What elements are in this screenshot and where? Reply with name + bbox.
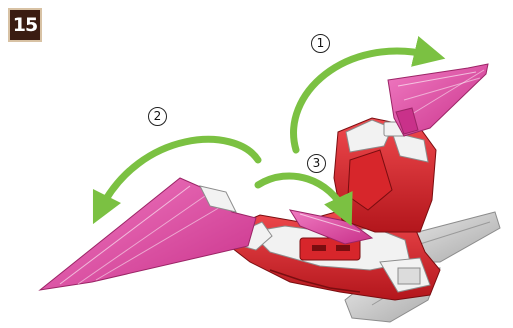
step-number-badge: 15	[8, 8, 42, 42]
left-pink-wing	[38, 177, 257, 291]
step-marker-3: 3	[307, 154, 326, 173]
arrow-3	[254, 172, 353, 227]
tower	[333, 117, 437, 233]
arrow-2	[92, 135, 262, 225]
upper-pink-wing	[387, 63, 489, 137]
step-marker-2: 2	[148, 107, 167, 126]
step-marker-1: 1	[311, 34, 330, 53]
arrow-1	[290, 36, 446, 154]
